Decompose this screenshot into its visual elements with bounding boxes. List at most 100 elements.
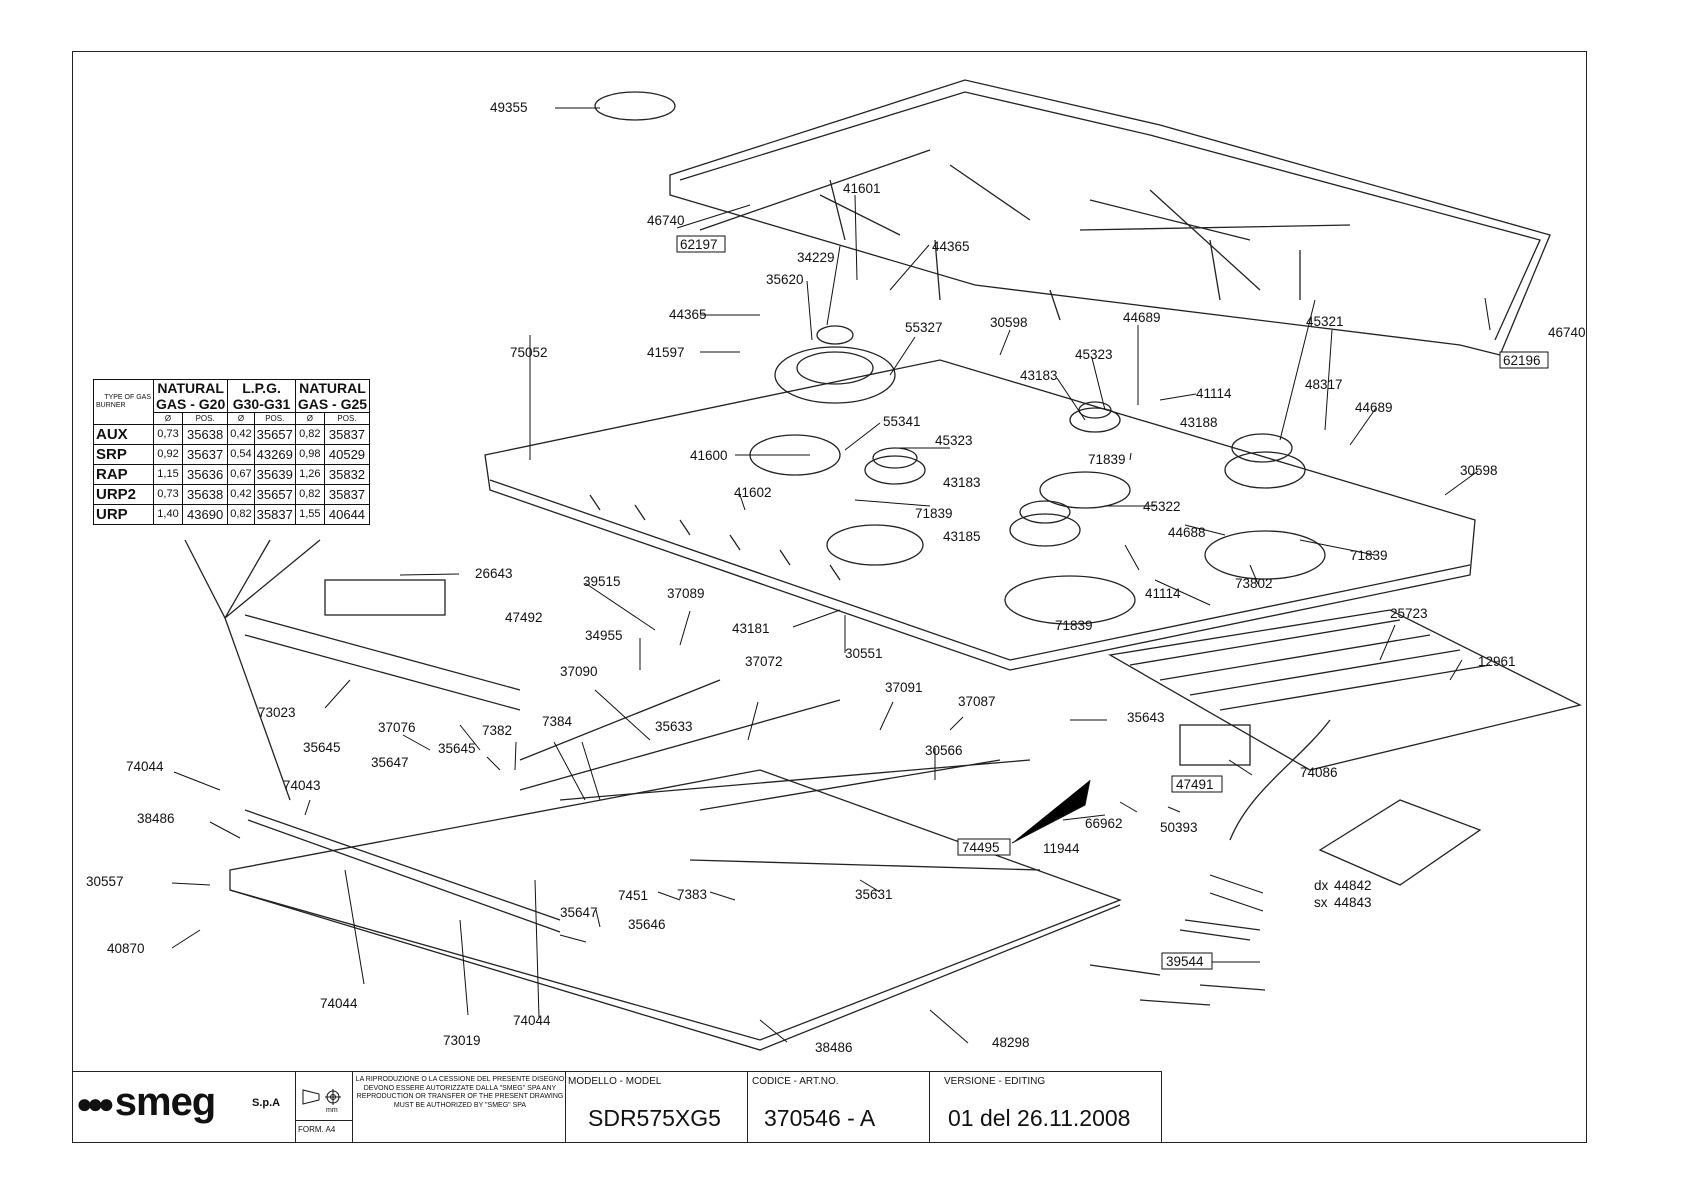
version-date: 01 del 26.11.2008 [948, 1105, 1131, 1131]
part-label: 45322 [1143, 499, 1181, 514]
smeg-logo: ●●●smeg [76, 1080, 216, 1125]
base-tray [229, 769, 1122, 1041]
type-of-gas-caption: TYPE OF GAS [104, 394, 151, 401]
part-label: 44843 [1334, 895, 1372, 910]
part-number-labels: 49355 46740 62197 41601 44365 34229 3562… [86, 100, 1586, 1055]
part-label: 74044 [320, 996, 358, 1011]
part-label: 35643 [1127, 710, 1165, 725]
feet [1089, 919, 1266, 1006]
part-label: 75052 [510, 345, 548, 360]
table-cell: 0,92 [152, 444, 184, 465]
terminal-block [1179, 724, 1251, 766]
part-label: 45323 [1075, 347, 1113, 362]
burner-caption: BURNER [96, 402, 126, 409]
part-label: 71839 [1350, 548, 1388, 563]
part-label: 37091 [885, 680, 923, 695]
semi-rapid-burner [864, 455, 926, 485]
article-code: 370546 - A [764, 1105, 876, 1131]
part-label: 39515 [583, 574, 621, 589]
part-label: 41597 [647, 345, 685, 360]
semi-rapid-burner-2 [1009, 513, 1081, 547]
leader-lines [171, 107, 1491, 1044]
part-label: 41114 [1196, 386, 1232, 401]
burner-name: SRP [93, 444, 154, 465]
part-label: 44689 [1123, 310, 1161, 325]
table-cell: 40529 [323, 444, 371, 465]
part-label: 48298 [992, 1035, 1030, 1050]
model-number: SDR575XG5 [588, 1105, 721, 1131]
part-label: 38486 [137, 811, 175, 826]
part-label: 37076 [378, 720, 416, 735]
part-label: 43183 [1020, 368, 1058, 383]
part-label: 30551 [845, 646, 883, 661]
part-label: 46740 [1548, 325, 1586, 340]
table-cell: 0,73 [152, 484, 184, 505]
part-label: 43183 [943, 475, 981, 490]
part-label: 43181 [732, 621, 770, 636]
table-cell: 1,55 [294, 504, 325, 525]
part-label: 11944 [1043, 841, 1080, 856]
part-label: 40870 [107, 941, 145, 956]
table-cell: 1,26 [294, 464, 325, 485]
part-label: 45323 [935, 433, 973, 448]
table-cell: 35638 [182, 484, 229, 505]
part-label: 44365 [932, 239, 970, 254]
part-label: 30598 [990, 315, 1028, 330]
position-subheader: POS. [253, 412, 296, 425]
part-label: 34229 [797, 250, 835, 265]
table-cell: 35657 [253, 484, 296, 505]
projection-symbol-icon [302, 1089, 341, 1105]
version-caption: VERSIONE - EDITING [944, 1076, 1046, 1087]
part-label: 35647 [371, 755, 409, 770]
diameter-subheader: Ø [227, 412, 255, 425]
part-label: 73023 [258, 705, 296, 720]
part-label: 47491 [1176, 777, 1214, 792]
part-label: 55341 [883, 414, 921, 429]
table-cell: 0,82 [294, 484, 325, 505]
aux-burner [1069, 407, 1121, 433]
part-label: dx [1314, 878, 1329, 893]
part-label: 55327 [905, 320, 943, 335]
part-label: 26643 [475, 566, 513, 581]
table-cell: 1,40 [152, 504, 184, 525]
part-label: 7382 [482, 723, 512, 738]
company-suffix: S.p.A [252, 1097, 281, 1109]
part-label: 74086 [1300, 765, 1338, 780]
wok-burner [774, 346, 896, 404]
gas-header-lpg: L.P.G.G30-G31 [227, 379, 296, 413]
part-label: 49355 [490, 100, 528, 115]
mm-unit-label: mm [326, 1107, 338, 1114]
table-cell: 0,82 [294, 424, 325, 445]
table-cell: 35657 [253, 424, 296, 445]
part-label: 39544 [1166, 954, 1204, 969]
pan-support-grid [669, 79, 1551, 356]
table-cell: 0,98 [294, 444, 325, 465]
table-cell: 1,15 [152, 464, 184, 485]
burner-name: RAP [93, 464, 154, 485]
table-cell: 35637 [182, 444, 229, 465]
part-label: 35620 [766, 272, 804, 287]
control-knobs [589, 494, 841, 581]
part-label: sx [1314, 895, 1328, 910]
model-caption: MODELLO - MODEL [568, 1076, 662, 1087]
logo-dots-icon: ●●● [76, 1088, 115, 1120]
part-label: 43185 [943, 529, 981, 544]
burner-name: AUX [93, 424, 154, 445]
table-cell: 35832 [323, 464, 371, 485]
table-cell: 35837 [323, 484, 371, 505]
part-label: 74043 [283, 778, 321, 793]
part-label: 71839 [915, 506, 953, 521]
part-label: 62197 [680, 237, 718, 252]
gas-pipes [519, 679, 1041, 871]
form-size: FORM. A4 [298, 1125, 336, 1134]
manual [1318, 799, 1482, 886]
diameter-subheader: Ø [294, 412, 325, 425]
part-label: 30598 [1460, 463, 1498, 478]
part-label: 35633 [655, 719, 693, 734]
table-row: AUX 0,73 35638 0,42 35657 0,82 35837 [93, 424, 371, 445]
part-label: 74044 [513, 1013, 551, 1028]
part-label: 35645 [303, 740, 341, 755]
table-row: URP2 0,73 35638 0,42 35657 0,82 35837 [93, 484, 371, 505]
